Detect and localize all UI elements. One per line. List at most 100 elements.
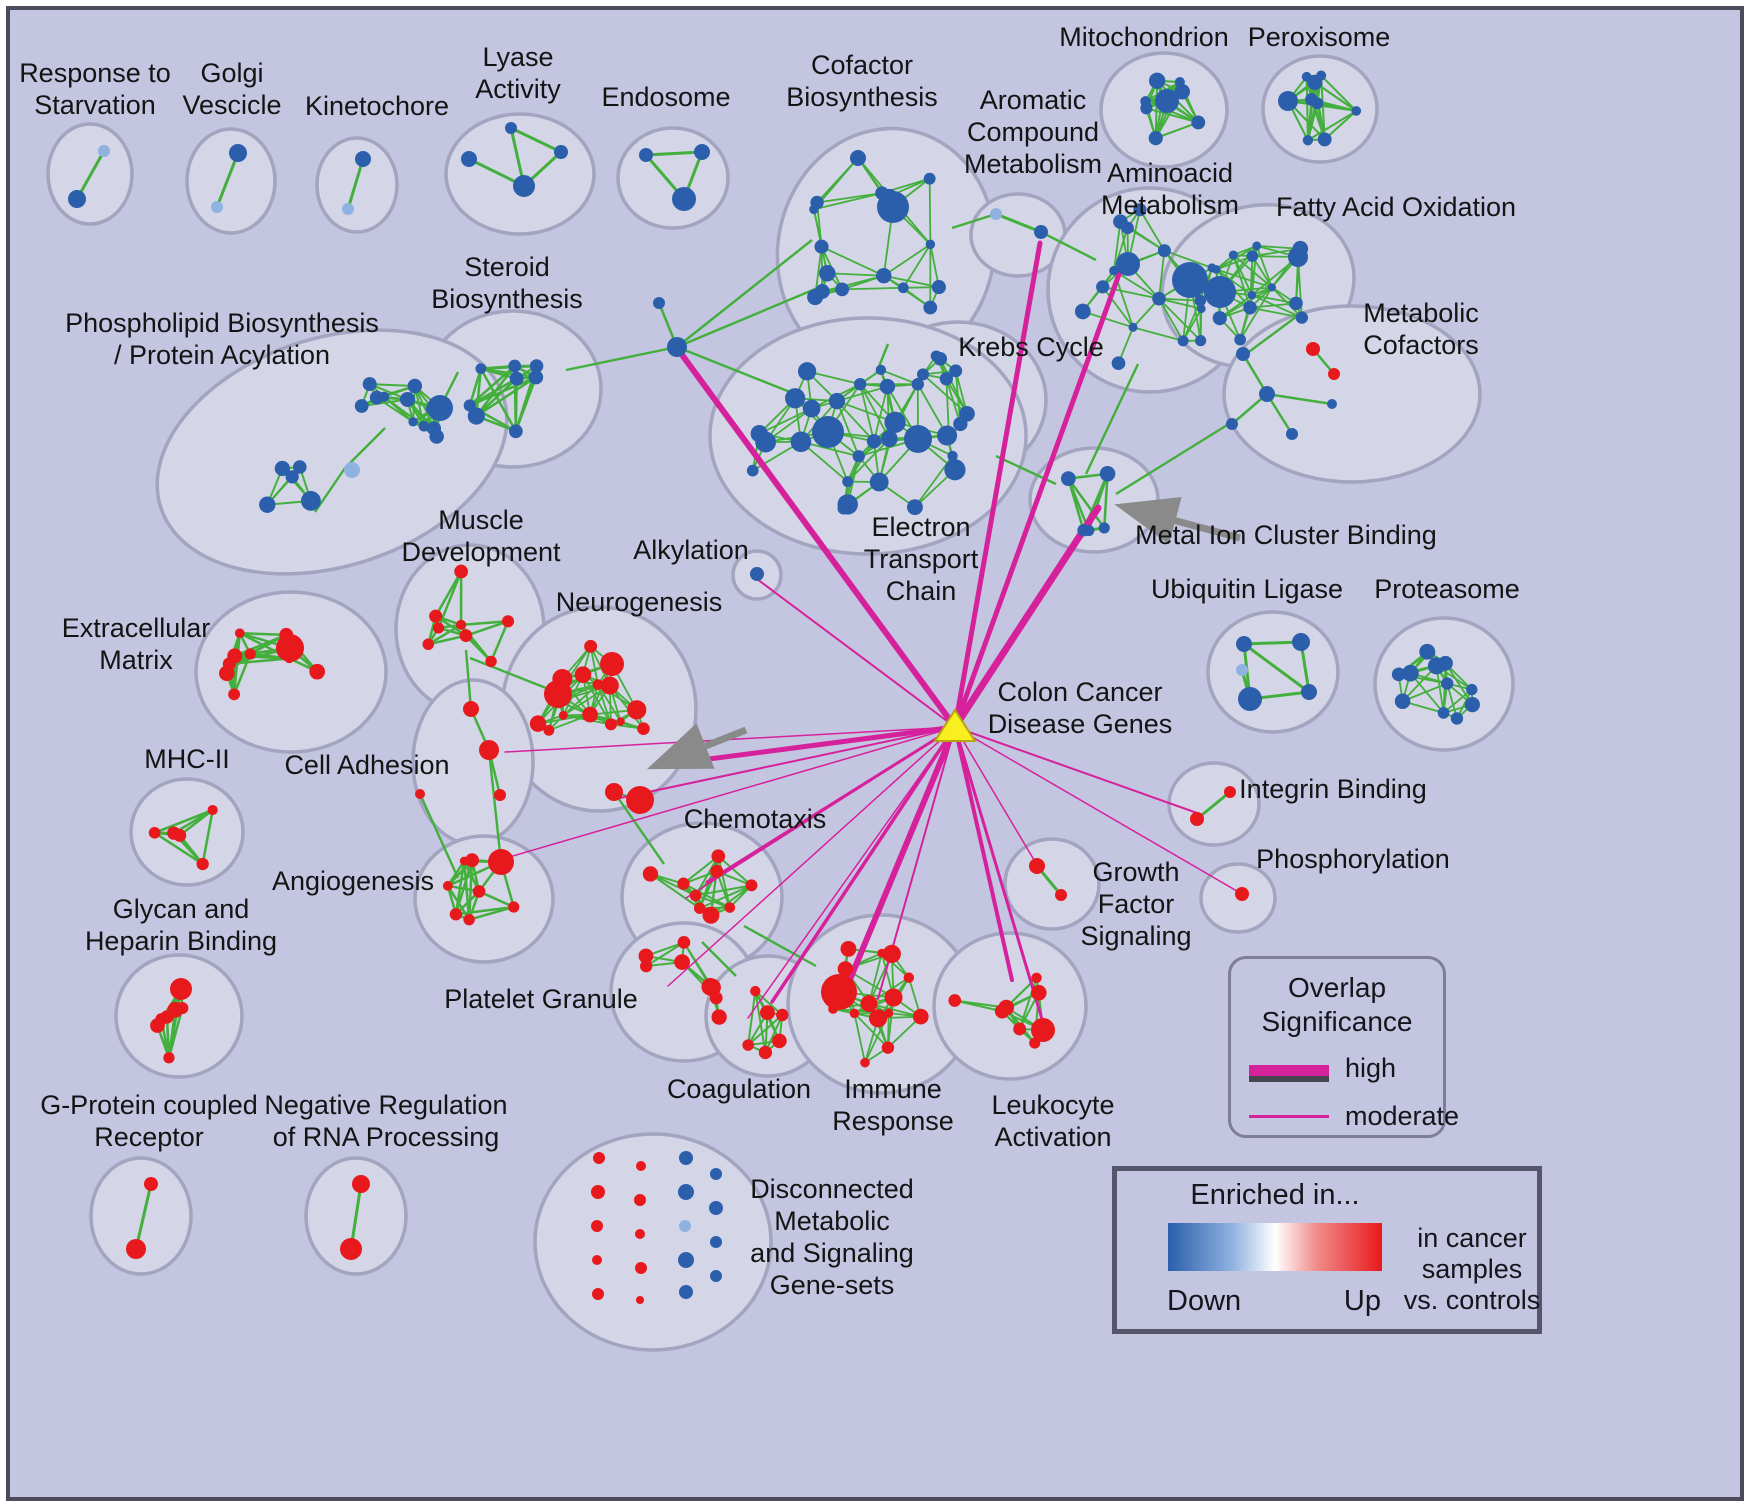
hub	[933, 708, 977, 742]
negative-regulation-of-rna-processing-node	[340, 1238, 362, 1260]
platelet-granule-node	[677, 936, 691, 949]
disconnected-gene-sets-node	[709, 1201, 723, 1215]
chemotaxis-node	[677, 877, 690, 890]
electron-transport-chain-node	[755, 431, 777, 453]
proteasome-node	[1394, 693, 1411, 710]
overlap-edge	[770, 725, 957, 1004]
cofactor-biosynthesis-node	[876, 268, 892, 284]
fatty-acid-oxidation-node	[1234, 333, 1246, 346]
neurogenesis-node	[600, 676, 619, 695]
enrichment-gradient-bar	[1168, 1223, 1382, 1271]
enrichment-up-label: Up	[1343, 1285, 1381, 1317]
alkylation-node	[750, 567, 764, 581]
legend-overlap-title-line1: Overlap	[1287, 972, 1387, 1003]
disconnected-gene-sets-node	[635, 1229, 645, 1239]
platelet-granule-node	[640, 959, 653, 973]
electron-transport-chain-node	[802, 399, 821, 418]
aminoacid-metabolism-node	[1196, 304, 1206, 314]
angiogenesis-node	[442, 880, 453, 891]
overlap-edge	[498, 726, 956, 861]
mhc-ii-node	[196, 857, 209, 871]
neurogenesis-node	[616, 717, 625, 726]
ubiquitin-ligase-node	[1236, 636, 1252, 652]
electron-transport-chain-node	[904, 425, 932, 453]
lyase-activity-node	[513, 175, 535, 197]
metabolic-cofactors-node	[1306, 342, 1320, 356]
muscle-development-node	[501, 615, 515, 628]
overlap-edge	[674, 345, 958, 730]
golgi-vescicle-node	[229, 144, 247, 162]
response-to-starvation-node	[68, 190, 86, 208]
overlap-edge	[952, 240, 1043, 730]
cofactor-biosynthesis-node	[835, 282, 850, 297]
proteasome-node	[1450, 712, 1464, 725]
disconnected-gene-sets-node	[678, 1252, 694, 1268]
overlap-moderate-swatch	[1249, 1115, 1329, 1118]
leukocyte-activation-node	[1030, 984, 1047, 1001]
immune-response-node	[881, 1041, 895, 1054]
krebs-cycle-node	[939, 372, 954, 386]
immune-response-node	[912, 1008, 929, 1025]
disconnected-gene-sets-node	[678, 1184, 694, 1200]
disconnected-gene-sets-node	[634, 1194, 646, 1206]
phospholipid-biosynthesis-protein-acylation-node	[408, 417, 418, 427]
overlap-edge	[951, 504, 1102, 731]
enrichment-note-line3: vs. controls	[1403, 1285, 1541, 1315]
electron-transport-chain-node	[866, 434, 882, 449]
cofactor-biosynthesis-node	[809, 204, 819, 215]
proteasome-node	[1441, 677, 1454, 690]
electron-transport-chain-node	[947, 450, 958, 462]
phospholipid-biosynthesis-protein-acylation-node	[426, 421, 442, 436]
neurogenesis-node	[626, 786, 654, 814]
endosome-node	[694, 144, 710, 160]
phospholipid-biosynthesis-protein-acylation-node	[274, 460, 290, 477]
aminoacid-metabolism-node	[1133, 203, 1147, 217]
disconnected-gene-sets-node	[636, 1296, 644, 1304]
mitochondrion-node	[1148, 72, 1166, 89]
immune-response-node	[860, 995, 878, 1013]
overlap-edge	[685, 726, 956, 899]
cofactor-biosynthesis-node	[897, 282, 909, 294]
neurogenesis-node	[544, 680, 572, 708]
aminoacid-metabolism-node	[1152, 291, 1166, 306]
disconnected-gene-sets-node	[635, 1262, 647, 1274]
chemotaxis-node	[745, 879, 758, 892]
angiogenesis-node	[488, 849, 514, 875]
metal-ion-cluster-binding-node	[1061, 471, 1076, 486]
disconnected-gene-sets-node	[679, 1151, 693, 1165]
enrichment-note: in cancer samples vs. controls	[1401, 1223, 1543, 1316]
steroid-biosynthesis-node	[508, 424, 523, 439]
phospholipid-biosynthesis-protein-acylation-node	[378, 391, 390, 402]
extracellular-matrix-node	[219, 665, 235, 682]
legend-overlap-title-line2: Significance	[1261, 1006, 1413, 1037]
overlap-edge	[756, 578, 956, 728]
glycan-and-heparin-binding-node	[170, 978, 192, 1000]
neurogenesis-node	[637, 722, 650, 736]
chemotaxis-node	[711, 849, 726, 864]
legend-overlap-title: Overlap Significance	[1231, 971, 1443, 1039]
disconnected-gene-sets-node	[710, 1236, 722, 1248]
growth-factor-signaling-node	[1029, 858, 1045, 874]
electron-transport-chain-node	[853, 377, 867, 391]
mhc-ii-label: MHC-II	[144, 744, 229, 774]
chemotaxis-node	[693, 902, 706, 914]
overlap-edge	[953, 725, 1046, 1028]
angiogenesis-node	[508, 901, 520, 913]
metal-ion-cluster-binding-node	[1098, 522, 1110, 534]
overlap-edge	[619, 726, 956, 799]
electron-transport-chain-node	[790, 431, 812, 453]
neurogenesis-node	[543, 724, 555, 736]
glycan-and-heparin-binding-node	[176, 1001, 189, 1015]
electron-transport-chain-node	[828, 392, 846, 410]
chemotaxis-node	[642, 866, 659, 882]
fatty-acid-oxidation-node	[1243, 300, 1257, 315]
phospholipid-biosynthesis-protein-acylation-node	[427, 395, 453, 421]
